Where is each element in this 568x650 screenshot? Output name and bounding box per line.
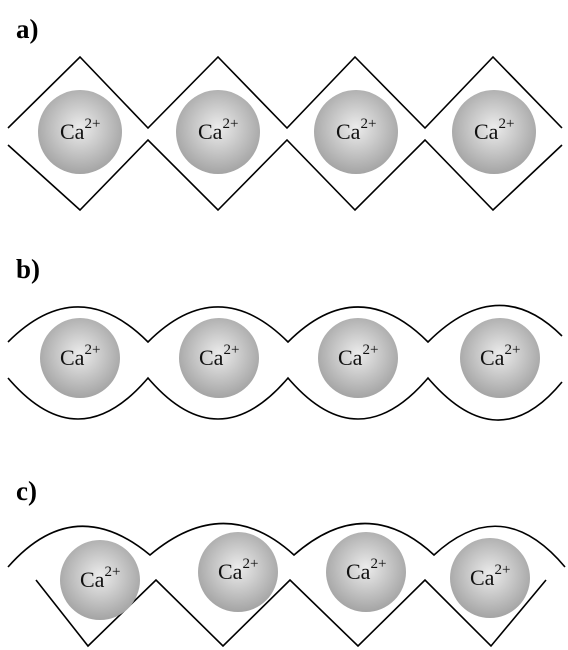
calcium-ion: Ca2+ bbox=[460, 318, 540, 398]
ion-charge: 2+ bbox=[84, 342, 100, 358]
calcium-ion: Ca2+ bbox=[450, 538, 530, 618]
ion-sphere bbox=[198, 532, 278, 612]
ion-sphere bbox=[326, 532, 406, 612]
calcium-ion: Ca2+ bbox=[452, 90, 536, 174]
ion-sphere bbox=[452, 90, 536, 174]
panel-a: a) Ca2+Ca2+Ca2+Ca2+ bbox=[7, 14, 563, 212]
calcium-ion: Ca2+ bbox=[176, 90, 260, 174]
ion-charge: 2+ bbox=[494, 562, 510, 578]
ion-symbol: Ca bbox=[480, 345, 505, 370]
ion-label: Ca2+ bbox=[60, 342, 100, 370]
ion-charge: 2+ bbox=[498, 116, 514, 132]
ion-charge: 2+ bbox=[242, 556, 258, 572]
ion-sphere bbox=[38, 90, 122, 174]
ion-label: Ca2+ bbox=[346, 556, 386, 584]
panel-a-label: a) bbox=[16, 14, 39, 44]
ion-sphere bbox=[450, 538, 530, 618]
ion-charge: 2+ bbox=[222, 116, 238, 132]
ion-group: Ca2+Ca2+Ca2+Ca2+ bbox=[38, 90, 536, 174]
calcium-ion: Ca2+ bbox=[179, 318, 259, 398]
ion-label: Ca2+ bbox=[198, 116, 238, 144]
ion-label: Ca2+ bbox=[470, 562, 510, 590]
calcium-ion: Ca2+ bbox=[60, 540, 140, 620]
ion-symbol: Ca bbox=[80, 567, 105, 592]
calcium-ion: Ca2+ bbox=[318, 318, 398, 398]
panel-c: c) Ca2+Ca2+Ca2+Ca2+ bbox=[7, 476, 566, 648]
ion-symbol: Ca bbox=[474, 119, 499, 144]
ion-group: Ca2+Ca2+Ca2+Ca2+ bbox=[60, 532, 530, 620]
panel-c-lower-chain bbox=[35, 578, 547, 648]
panel-a-lower-chain bbox=[7, 138, 563, 212]
panel-b-lower-chain bbox=[7, 376, 563, 421]
ion-sphere bbox=[460, 318, 540, 398]
panel-b: b) Ca2+Ca2+Ca2+Ca2+ bbox=[7, 254, 563, 421]
ion-sphere bbox=[60, 540, 140, 620]
ion-symbol: Ca bbox=[470, 565, 495, 590]
calcium-ion: Ca2+ bbox=[40, 318, 120, 398]
ion-group: Ca2+Ca2+Ca2+Ca2+ bbox=[40, 318, 540, 398]
ion-label: Ca2+ bbox=[480, 342, 520, 370]
ion-label: Ca2+ bbox=[199, 342, 239, 370]
calcium-ion: Ca2+ bbox=[38, 90, 122, 174]
ion-symbol: Ca bbox=[346, 559, 371, 584]
ion-label: Ca2+ bbox=[80, 564, 120, 592]
ion-charge: 2+ bbox=[504, 342, 520, 358]
calcium-ion: Ca2+ bbox=[198, 532, 278, 612]
ion-sphere bbox=[318, 318, 398, 398]
ion-charge: 2+ bbox=[362, 342, 378, 358]
ion-symbol: Ca bbox=[60, 345, 85, 370]
ion-sphere bbox=[176, 90, 260, 174]
calcium-ion: Ca2+ bbox=[314, 90, 398, 174]
ion-sphere bbox=[314, 90, 398, 174]
ion-charge: 2+ bbox=[104, 564, 120, 580]
ion-symbol: Ca bbox=[336, 119, 361, 144]
ion-symbol: Ca bbox=[218, 559, 243, 584]
ion-label: Ca2+ bbox=[338, 342, 378, 370]
ion-charge: 2+ bbox=[223, 342, 239, 358]
ion-symbol: Ca bbox=[338, 345, 363, 370]
ion-label: Ca2+ bbox=[474, 116, 514, 144]
ion-symbol: Ca bbox=[60, 119, 85, 144]
panel-c-upper-chain bbox=[7, 522, 566, 568]
ion-symbol: Ca bbox=[199, 345, 224, 370]
panel-a-upper-chain bbox=[7, 55, 563, 130]
ion-sphere bbox=[40, 318, 120, 398]
ion-charge: 2+ bbox=[370, 556, 386, 572]
ion-symbol: Ca bbox=[198, 119, 223, 144]
ion-charge: 2+ bbox=[360, 116, 376, 132]
ion-charge: 2+ bbox=[84, 116, 100, 132]
ion-sphere bbox=[179, 318, 259, 398]
panel-c-label: c) bbox=[16, 476, 37, 506]
ion-label: Ca2+ bbox=[218, 556, 258, 584]
panel-b-upper-chain bbox=[7, 304, 563, 344]
calcium-ion: Ca2+ bbox=[326, 532, 406, 612]
panel-b-label: b) bbox=[16, 254, 40, 284]
ion-label: Ca2+ bbox=[60, 116, 100, 144]
ion-label: Ca2+ bbox=[336, 116, 376, 144]
